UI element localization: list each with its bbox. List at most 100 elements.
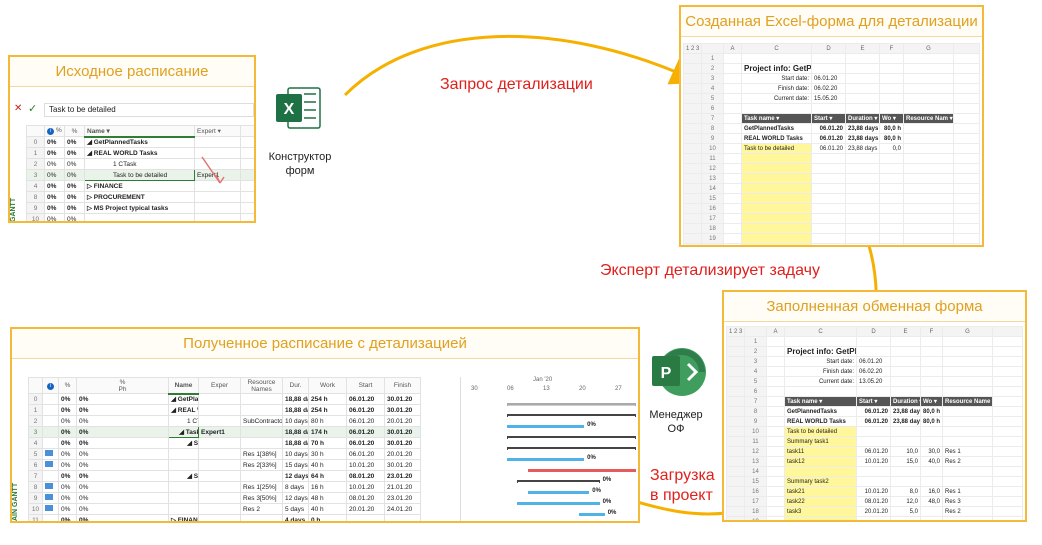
work-cell[interactable]: 48,0 [920, 496, 943, 507]
start-cell[interactable]: 08.01.20 [856, 496, 891, 507]
resource-cell[interactable]: Res 1[25%] [240, 481, 283, 493]
sheet-row[interactable]: 6 [726, 386, 1023, 397]
task-name-cell[interactable]: ◢ Sumarry task1 [168, 437, 199, 449]
percent-ph-cell[interactable]: 0% [76, 448, 169, 460]
work-cell[interactable]: 80,0 h [879, 133, 904, 144]
finish-cell[interactable]: 30.01.20 [384, 404, 421, 416]
percent-ph-cell[interactable]: 0% [76, 470, 169, 482]
resource-cell[interactable] [942, 476, 993, 487]
gantt-bar[interactable] [527, 491, 590, 494]
percent-cell[interactable]: 0% [44, 136, 65, 148]
col-header-expert[interactable]: Expert ▾ [194, 125, 241, 137]
col-header-finish[interactable]: Finish [384, 377, 421, 394]
task-name-cell[interactable]: ◢ REAL WORLD Tasks [168, 404, 199, 416]
duration-cell[interactable]: 23,88 days [845, 133, 880, 144]
percent-ph-cell[interactable]: 0% [76, 415, 169, 427]
percent-cell[interactable]: 0% [58, 404, 77, 416]
task-name-cell[interactable]: task21 [784, 486, 857, 497]
finish-cell[interactable]: 21.01.20 [384, 481, 421, 493]
percent-ph-cell[interactable]: 0% [64, 180, 85, 192]
confirm-icon[interactable]: ✓ [28, 103, 38, 115]
expert-cell[interactable] [198, 459, 241, 471]
table-header[interactable]: Start ▾ [811, 113, 846, 124]
resource-cell[interactable] [240, 404, 283, 416]
work-cell[interactable]: 30,0 [920, 446, 943, 457]
percent-cell[interactable]: 0% [58, 415, 77, 427]
sheet-row[interactable]: 15 [683, 193, 980, 204]
work-cell[interactable]: 0 h [308, 514, 347, 521]
resource-cell[interactable]: Res 1[38%] [240, 448, 283, 460]
task-name-cell[interactable]: ◢ Task to be detailed [168, 426, 199, 438]
task-name-cell[interactable]: task11 [168, 448, 199, 460]
task-name-cell[interactable]: GetPlannedTasks [784, 406, 857, 417]
task-name-cell[interactable]: ▷ FINANCE [168, 514, 199, 521]
percent-ph-cell[interactable]: 0% [76, 481, 169, 493]
work-cell[interactable] [920, 426, 943, 437]
start-cell[interactable]: 10.01.20 [856, 486, 891, 497]
col-header-expert[interactable]: Exper [198, 377, 241, 394]
table-header[interactable]: Resource Nam ▾ [903, 113, 954, 124]
percent-cell[interactable]: 0% [44, 191, 65, 203]
col-header-start[interactable]: Start [346, 377, 385, 394]
expert-cell[interactable] [198, 437, 241, 449]
task-name-cell[interactable]: Task to be detailed [84, 169, 195, 181]
column-header[interactable]: D [811, 43, 846, 54]
duration-cell[interactable]: 18,88 days [282, 426, 309, 438]
resource-cell[interactable] [903, 123, 954, 134]
percent-ph-cell[interactable]: 0% [76, 393, 169, 405]
percent-cell[interactable]: 0% [58, 426, 77, 438]
task-name-cell[interactable]: Task to be detailed [784, 426, 857, 437]
sheet-row[interactable]: 20 [683, 243, 980, 245]
sheet-row[interactable]: 1 [683, 53, 980, 64]
column-header[interactable] [701, 43, 724, 54]
resource-cell[interactable] [942, 426, 993, 437]
duration-cell[interactable]: 10 days [282, 448, 309, 460]
start-cell[interactable]: 06.01.20 [346, 426, 385, 438]
sheet-row[interactable]: 19 [683, 233, 980, 244]
table-header[interactable]: Wo ▾ [879, 113, 904, 124]
task-name-cell[interactable]: task22 [168, 492, 199, 504]
resource-cell[interactable] [240, 393, 283, 405]
finish-cell[interactable]: 20.01.20 [384, 448, 421, 460]
percent-cell[interactable]: 0% [58, 437, 77, 449]
start-cell[interactable] [346, 514, 385, 521]
finish-cell[interactable]: 30.01.20 [384, 426, 421, 438]
work-cell[interactable]: 80 h [308, 415, 347, 427]
task-name-cell[interactable]: ▷ FINANCE [84, 180, 195, 192]
gantt-bar[interactable] [517, 502, 600, 505]
resource-cell[interactable] [240, 437, 283, 449]
start-cell[interactable]: 06.01.20 [346, 393, 385, 405]
percent-cell[interactable]: 0% [58, 459, 77, 471]
duration-cell[interactable]: 12,0 [890, 496, 921, 507]
sheet-row[interactable]: 19 [726, 516, 1023, 520]
task-name-cell[interactable]: task12 [168, 459, 199, 471]
task-name-cell[interactable]: ◢ GetPlannedTasks [84, 136, 195, 148]
resource-cell[interactable] [240, 470, 283, 482]
work-cell[interactable]: 64 h [308, 470, 347, 482]
task-name-cell[interactable]: Summary task1 [784, 436, 857, 447]
duration-cell[interactable] [890, 426, 921, 437]
resource-cell[interactable]: Res 1 [942, 446, 993, 457]
work-cell[interactable] [920, 466, 943, 477]
expert-cell[interactable] [198, 448, 241, 460]
duration-cell[interactable] [890, 466, 921, 477]
column-header[interactable]: G [942, 326, 993, 337]
col-header-pct-ph[interactable]: % Ph [76, 377, 169, 394]
table-row[interactable]: 30%0%◢ Task to be detailedExpert118,88 d… [28, 426, 421, 438]
column-header[interactable]: A [766, 326, 785, 337]
sheet-row[interactable]: 1 [726, 336, 1023, 347]
